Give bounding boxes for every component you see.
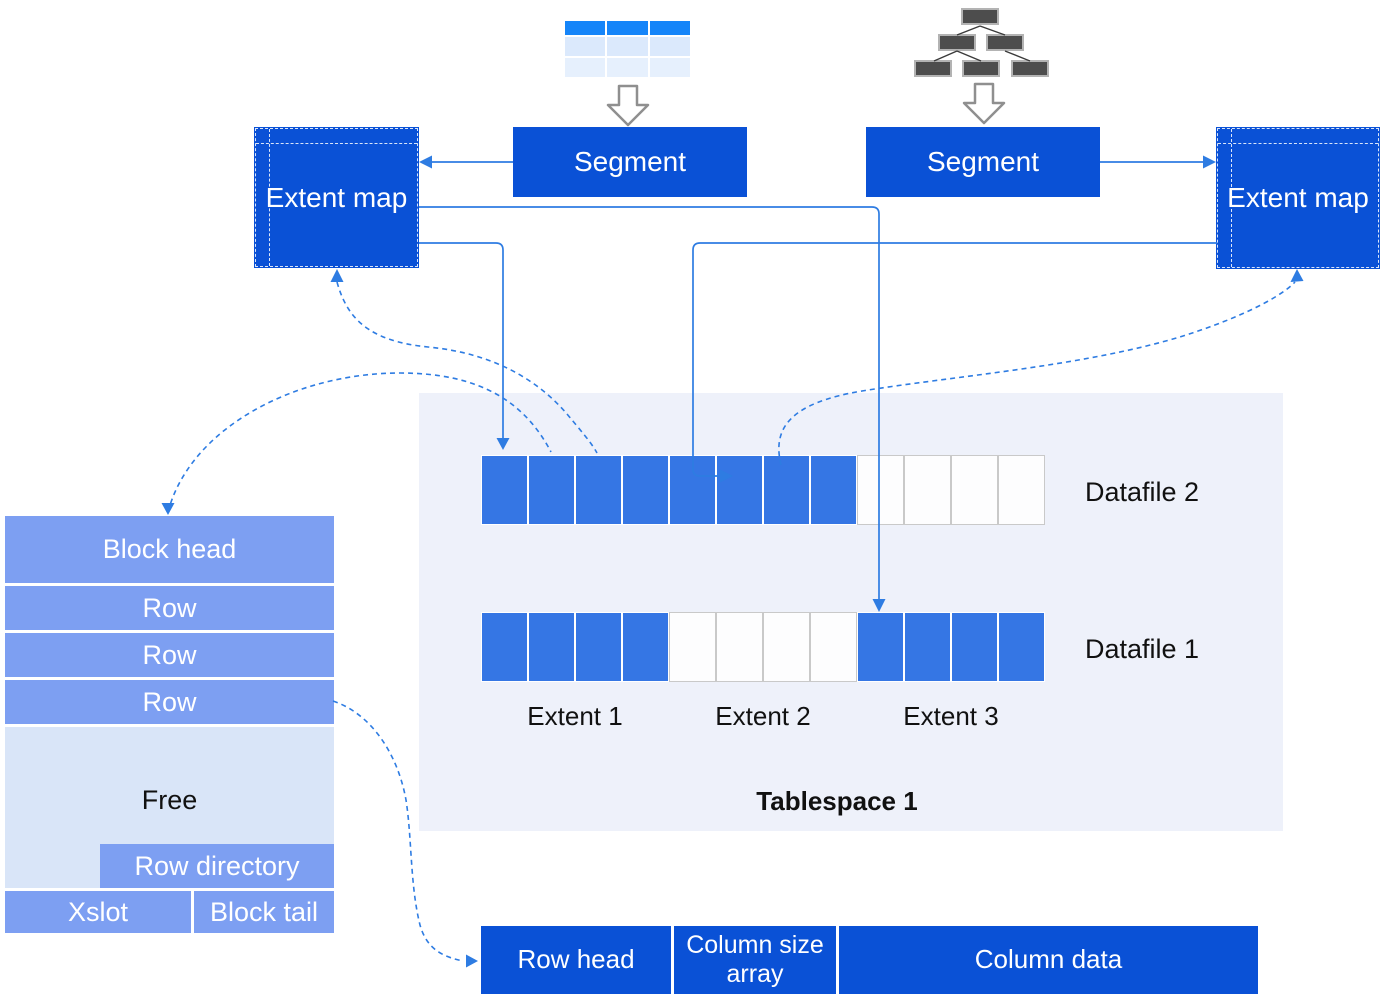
table-icon-cell bbox=[649, 37, 690, 56]
extent-block-free bbox=[810, 612, 857, 682]
block-row-cell: Row bbox=[5, 586, 334, 630]
extent-map-dashed-hline bbox=[256, 143, 417, 144]
xslot-cell: Xslot bbox=[5, 891, 191, 933]
table-icon-header-cell bbox=[607, 21, 648, 35]
cell-divider bbox=[836, 926, 839, 994]
row-label: Row bbox=[142, 639, 197, 670]
column-size-array-label: Column size array bbox=[686, 931, 824, 988]
block-head-label: Block head bbox=[102, 534, 237, 564]
down-arrow-icon bbox=[606, 82, 1006, 127]
extent-map-label: Extent map bbox=[1227, 182, 1369, 213]
extent-block-used bbox=[575, 612, 622, 682]
extent-block-used bbox=[575, 455, 622, 525]
row-head-label: Row head bbox=[517, 944, 635, 975]
datafile2-block-row bbox=[481, 455, 1045, 525]
extent-map-dashed-hline bbox=[1218, 143, 1378, 144]
row-directory-label: Row directory bbox=[134, 850, 300, 881]
block-structure-diagram: Block head Row Row Row Free Row director… bbox=[5, 516, 334, 933]
block-tail-cell: Block tail bbox=[194, 891, 334, 933]
extent-block-free bbox=[998, 455, 1045, 525]
table-icon-cell bbox=[649, 58, 690, 77]
extent-block-used bbox=[716, 455, 763, 525]
extent-block-free bbox=[857, 455, 904, 525]
row-head-cell: Row head bbox=[481, 926, 671, 994]
column-size-array-cell: Column size array bbox=[674, 926, 836, 994]
datafile2-label: Datafile 2 bbox=[1085, 477, 1200, 507]
table-icon-cell bbox=[565, 37, 606, 56]
row-structure-bar: Row head Column size array Column data bbox=[481, 926, 1258, 994]
extent-block-used bbox=[904, 612, 951, 682]
column-data-label: Column data bbox=[974, 944, 1123, 975]
btree-node bbox=[914, 60, 952, 77]
extent-block-free bbox=[763, 612, 810, 682]
extent-map-right: Extent map bbox=[1216, 127, 1380, 269]
row-label: Row bbox=[142, 686, 197, 717]
extent-block-free bbox=[669, 612, 716, 682]
block-head-cell: Block head bbox=[5, 516, 334, 583]
segment-label: Segment bbox=[573, 146, 687, 177]
extent-block-free bbox=[951, 455, 998, 525]
block-tail-label: Block tail bbox=[209, 896, 319, 927]
extent-block-used bbox=[998, 612, 1045, 682]
extent-map-dashed-vline bbox=[1231, 129, 1232, 267]
block-row-cell: Row bbox=[5, 633, 334, 677]
extent-block-used bbox=[481, 612, 528, 682]
extent2-label: Extent 2 bbox=[715, 701, 811, 731]
xslot-label: Xslot bbox=[67, 896, 129, 927]
cell-divider bbox=[671, 926, 674, 994]
extent-map-label: Extent map bbox=[265, 181, 408, 213]
extent-block-used bbox=[528, 612, 575, 682]
btree-node bbox=[986, 34, 1024, 51]
column-data-cell: Column data bbox=[839, 926, 1258, 994]
btree-node bbox=[961, 8, 999, 25]
extent-block-free bbox=[904, 455, 951, 525]
extent-block-used bbox=[481, 455, 528, 525]
extent-map-dashed-vline bbox=[269, 129, 270, 266]
table-icon-header-cell bbox=[565, 21, 606, 35]
extent-block-used bbox=[622, 455, 669, 525]
btree-node bbox=[962, 60, 1000, 77]
extent-map-left: Extent map bbox=[254, 127, 419, 268]
tablespace-label: Tablespace 1 bbox=[756, 786, 918, 816]
table-icon-cell bbox=[565, 58, 606, 77]
btree-node bbox=[1011, 60, 1049, 77]
btree-node bbox=[938, 34, 976, 51]
extent-block-free bbox=[716, 612, 763, 682]
table-icon bbox=[565, 21, 690, 77]
table-icon-cell bbox=[607, 58, 648, 77]
table-icon-cell bbox=[607, 37, 648, 56]
extent-block-used bbox=[857, 612, 904, 682]
segment-box-index: Segment bbox=[866, 127, 1100, 197]
segment-box-table: Segment bbox=[513, 127, 747, 197]
extent-block-used bbox=[810, 455, 857, 525]
datafile1-block-row bbox=[481, 612, 1045, 682]
table-icon-header-cell bbox=[649, 21, 690, 35]
datafile1-label: Datafile 1 bbox=[1085, 634, 1200, 664]
block-free-space-cell: Free Row directory bbox=[5, 727, 334, 888]
block-bottom-cells: Xslot Block tail bbox=[5, 891, 334, 933]
segment-label: Segment bbox=[926, 146, 1040, 177]
free-label: Free bbox=[141, 785, 198, 815]
extent-block-used bbox=[763, 455, 810, 525]
extent-block-used bbox=[669, 455, 716, 525]
row-directory-cell: Row directory bbox=[100, 844, 334, 888]
extent-block-used bbox=[622, 612, 669, 682]
block-row-cell: Row bbox=[5, 680, 334, 724]
extent-block-used bbox=[528, 455, 575, 525]
row-label: Row bbox=[142, 592, 197, 623]
extent1-label: Extent 1 bbox=[527, 701, 623, 731]
extent-block-used bbox=[951, 612, 998, 682]
extent3-label: Extent 3 bbox=[903, 701, 999, 731]
